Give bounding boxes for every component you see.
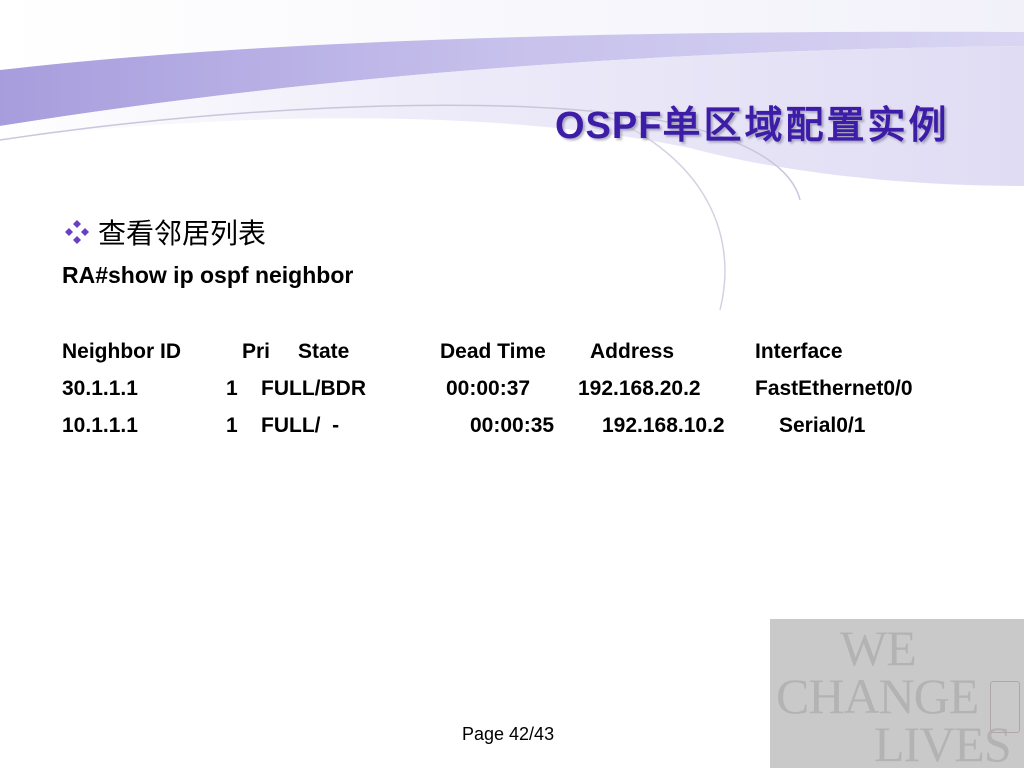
cell-state: FULL/ -: [261, 414, 340, 437]
watermark-line-2: CHANGE: [776, 668, 979, 724]
cell-pri: 1: [226, 377, 238, 400]
cell-neighbor-id: 30.1.1.1: [62, 377, 138, 400]
cell-address: 192.168.10.2: [602, 414, 725, 437]
command-line: RA#show ip ospf neighbor: [62, 262, 354, 288]
cell-dead-time: 00:00:35: [470, 414, 555, 437]
seal-stamp-icon: [990, 681, 1020, 733]
cell-address: 192.168.20.2: [578, 377, 701, 400]
watermark-logo: WE CHANGE LIVES: [770, 619, 1024, 768]
header-pri: Pri: [242, 340, 271, 363]
header-interface: Interface: [755, 340, 843, 363]
header-dead-time: Dead Time: [440, 340, 546, 363]
page-number: Page 42/43: [462, 724, 555, 744]
header-address: Address: [590, 340, 675, 363]
cell-dead-time: 00:00:37: [446, 377, 531, 400]
cell-neighbor-id: 10.1.1.1: [62, 414, 138, 437]
cell-state: FULL/BDR: [261, 377, 366, 400]
watermark-line-3: LIVES: [874, 716, 1012, 768]
title-cjk: 单区域配置实例: [662, 102, 950, 147]
cell-interface: FastEthernet0/0: [755, 377, 913, 400]
watermark-line-1: WE: [840, 620, 917, 676]
header-neighbor-id: Neighbor ID: [62, 340, 181, 363]
title-latin: OSPF: [555, 105, 663, 147]
bullet-item: 查看邻居列表: [64, 214, 266, 250]
diamond-cluster-bullet-icon: [65, 220, 89, 244]
slide-title: OSPF单区域配置实例: [555, 94, 949, 149]
bullet-text: 查看邻居列表: [98, 217, 267, 250]
cell-pri: 1: [226, 414, 238, 437]
header-state: State: [298, 340, 350, 363]
cell-interface: Serial0/1: [779, 414, 866, 437]
